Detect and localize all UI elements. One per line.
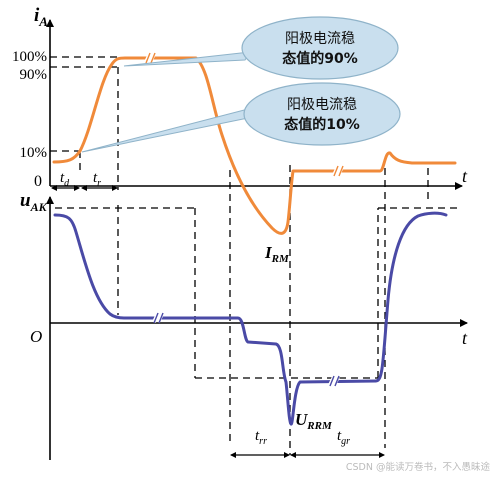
callout-10-line2: 态值的10%: [284, 116, 360, 133]
callout-90-line1: 阳极电流稳: [285, 31, 355, 47]
anode-current-curve: [52, 56, 457, 235]
u-axis-label: uAK: [20, 190, 48, 214]
t-label-top: t: [462, 166, 468, 186]
i-axis-label: iA: [34, 5, 48, 29]
callout-10: 阳极电流稳 态值的10%: [81, 82, 401, 153]
origin-top-label: 0: [34, 173, 42, 190]
axis-break-marks: [144, 52, 344, 387]
callout-90: 阳极电流稳 态值的90%: [123, 16, 399, 80]
pct-10-label: 10%: [20, 145, 48, 161]
pct-90-label: 90%: [20, 67, 48, 83]
callout-10-line1: 阳极电流稳: [287, 97, 357, 113]
trr-label: trr: [255, 428, 267, 447]
urrm-label: URRM: [295, 410, 333, 432]
watermark: CSDN @能读万卷书，不入愚昧途: [346, 461, 491, 473]
pct-100-label: 100%: [12, 49, 47, 65]
tgr-label: tgr: [337, 428, 350, 447]
irm-label: IRM: [264, 243, 290, 265]
anode-voltage-curve: [53, 211, 448, 426]
callout-90-line2: 态值的90%: [282, 50, 358, 67]
t-label-bottom: t: [462, 328, 468, 348]
tr-label: tr: [93, 170, 101, 189]
td-label: td: [60, 170, 70, 189]
origin-bottom-label: O: [30, 327, 42, 346]
